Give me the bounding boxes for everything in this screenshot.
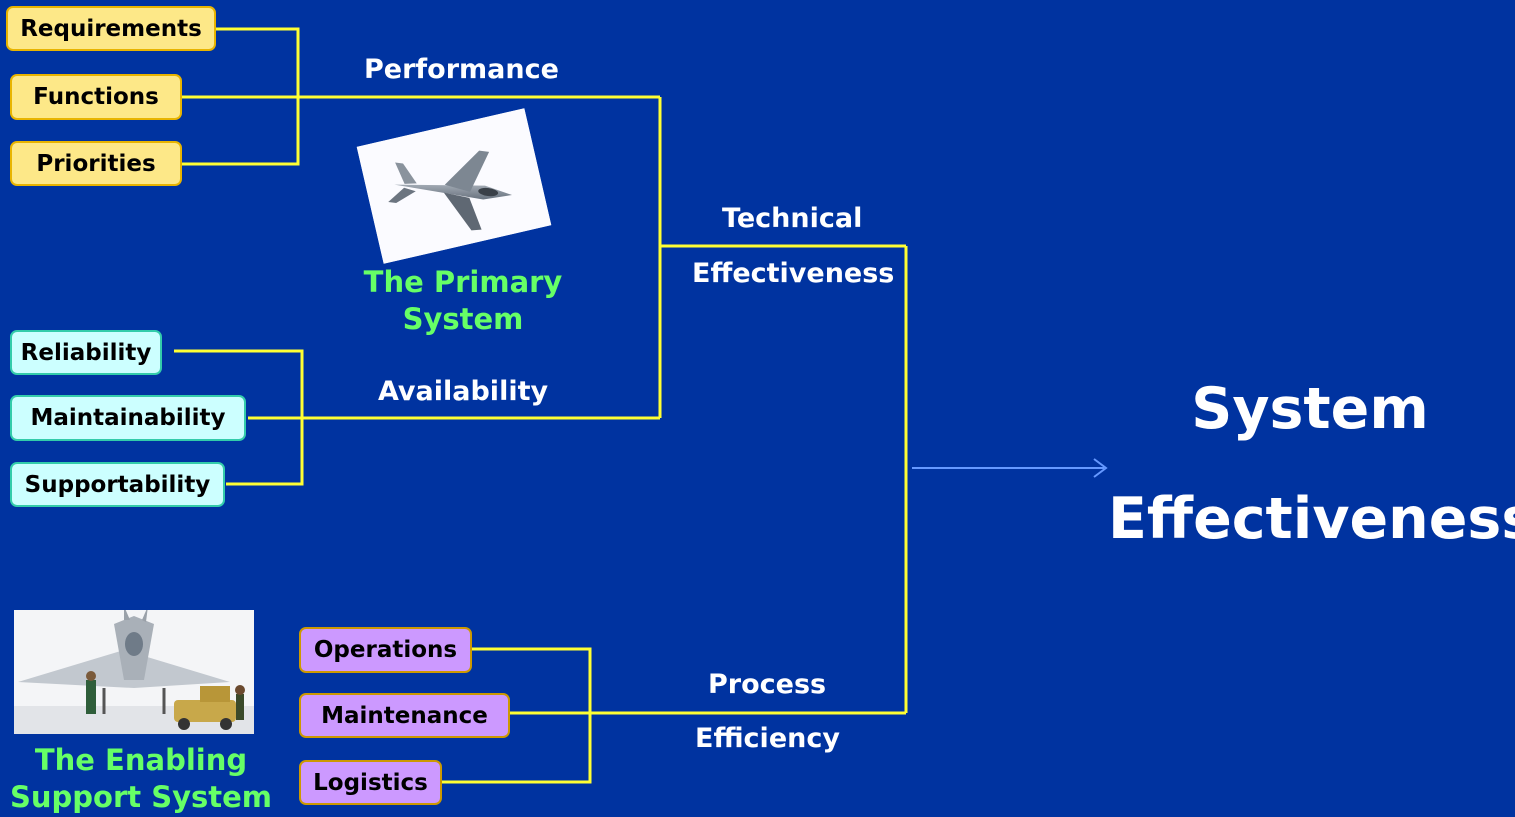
supportability-box: Supportability (10, 462, 225, 507)
system-effectiveness-line2: Effectiveness (1108, 486, 1515, 552)
requirements-box: Requirements (6, 6, 216, 51)
functions-box: Functions (10, 74, 182, 120)
availability-label: Availability (378, 376, 549, 407)
fighter-jet-icon (356, 108, 552, 264)
enabling-system-line2: Support System (9, 780, 273, 814)
system-effectiveness-line1: System (1191, 376, 1429, 442)
performance-label: Performance (364, 54, 559, 85)
enabling-system-line1: The Enabling (34, 743, 248, 777)
operations-box: Operations (299, 627, 472, 673)
primary-system-caption: The Primary System (340, 264, 586, 338)
process-label: Process (708, 669, 827, 700)
jet-maintenance-crew-icon (14, 610, 254, 734)
maintenance-box: Maintenance (299, 693, 510, 738)
maintainability-box: Maintainability (10, 395, 246, 441)
priorities-box: Priorities (10, 141, 182, 186)
reliability-box: Reliability (10, 330, 162, 375)
connector-operations (442, 647, 592, 784)
technical-effectiveness-label: Effectiveness (692, 258, 895, 289)
process-efficiency-label: Efficiency (695, 723, 840, 754)
technical-label: Technical (722, 203, 863, 234)
logistics-box: Logistics (299, 760, 442, 805)
enabling-system-caption: The Enabling Support System (0, 742, 282, 816)
primary-system-line2: System (402, 302, 524, 336)
primary-system-line1: The Primary (363, 265, 563, 299)
result-arrow-head (1093, 458, 1108, 478)
